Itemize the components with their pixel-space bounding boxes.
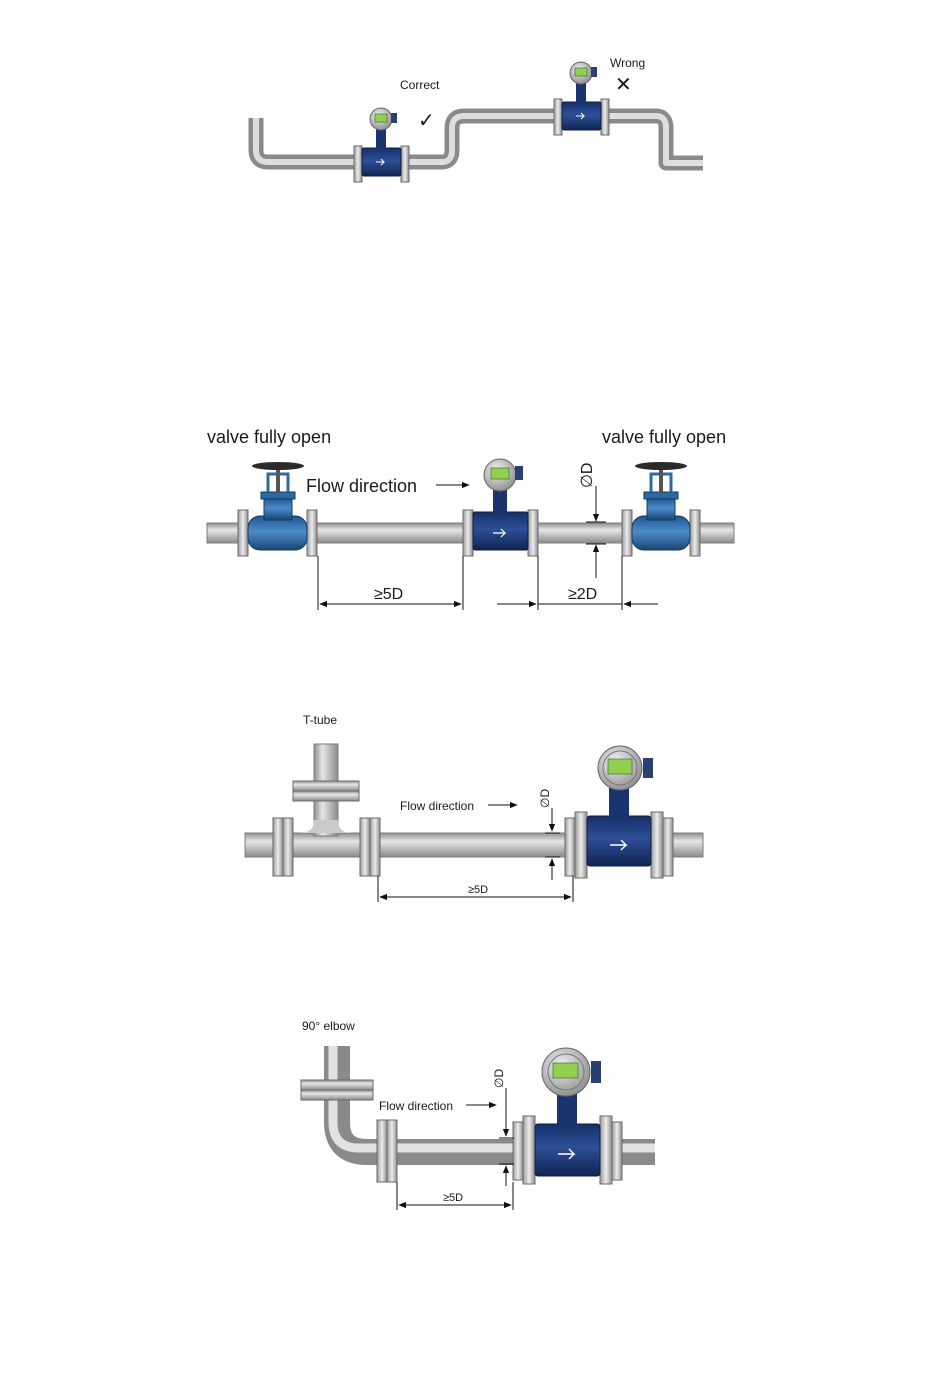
diameter-label: ∅D (579, 463, 596, 489)
downstream-label: ≥2D (568, 586, 597, 603)
correct-label: Correct (400, 78, 440, 92)
flowmeter (565, 746, 673, 878)
diameter-label: ∅D (538, 789, 552, 808)
pipe-route (256, 116, 703, 163)
flowmeter-wrong (554, 62, 609, 135)
diagram-valves: valve fully open valve fully open (207, 427, 734, 610)
flow-direction-label: Flow direction (379, 1099, 453, 1113)
diameter-label: ∅D (492, 1069, 506, 1088)
t-tube-label: T-tube (303, 713, 337, 727)
upstream-label: ≥5D (468, 884, 488, 896)
diagram-elbow: 90° elbow Flow direction (301, 1019, 655, 1210)
valve-left-label: valve fully open (207, 427, 331, 447)
diagram-correct-wrong: Correct ✓ Wrong ✕ (256, 56, 703, 182)
valve-right-label: valve fully open (602, 427, 726, 447)
cross-mark-icon: ✕ (615, 74, 632, 96)
flowmeter-correct (354, 108, 409, 182)
flowmeter (513, 1048, 622, 1184)
valve-right (622, 462, 700, 556)
flow-direction-label: Flow direction (306, 476, 417, 496)
upstream-label: ≥5D (374, 586, 403, 603)
upstream-label: ≥5D (443, 1192, 463, 1204)
flow-direction-label: Flow direction (400, 799, 474, 813)
wrong-label: Wrong (610, 56, 645, 70)
flowmeter (463, 459, 538, 556)
diagram-t-tube: T-tube Flow direction (245, 713, 703, 902)
elbow-label: 90° elbow (302, 1019, 355, 1033)
check-mark-icon: ✓ (418, 110, 435, 132)
